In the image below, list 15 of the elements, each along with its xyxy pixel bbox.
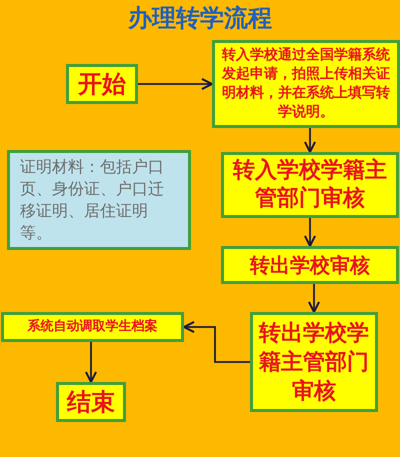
arrow [304,218,316,247]
end-box: 结束 [56,382,126,422]
process-box: 转入学校通过全国学籍系统发起申请，拍照上传相关证明材料，并在系统上填写转学说明。 [212,40,400,128]
note-box: 证明材料：包括户口页、身份证、户口迁移证明、居住证明等。 [7,150,191,250]
process-box: 转出学校学籍主管部门审核 [250,312,378,412]
start-box: 开始 [66,64,138,104]
process-box: 系统自动调取学生档案 [1,312,184,342]
title: 办理转学流程 [126,3,273,33]
arrow [183,320,250,363]
arrow [304,128,316,153]
process-box: 转出学校审核 [221,246,399,284]
arrow [138,78,213,90]
process-box: 转入学校学籍主管部门审核 [221,152,399,218]
arrow [84,342,98,383]
arrow [308,284,320,313]
